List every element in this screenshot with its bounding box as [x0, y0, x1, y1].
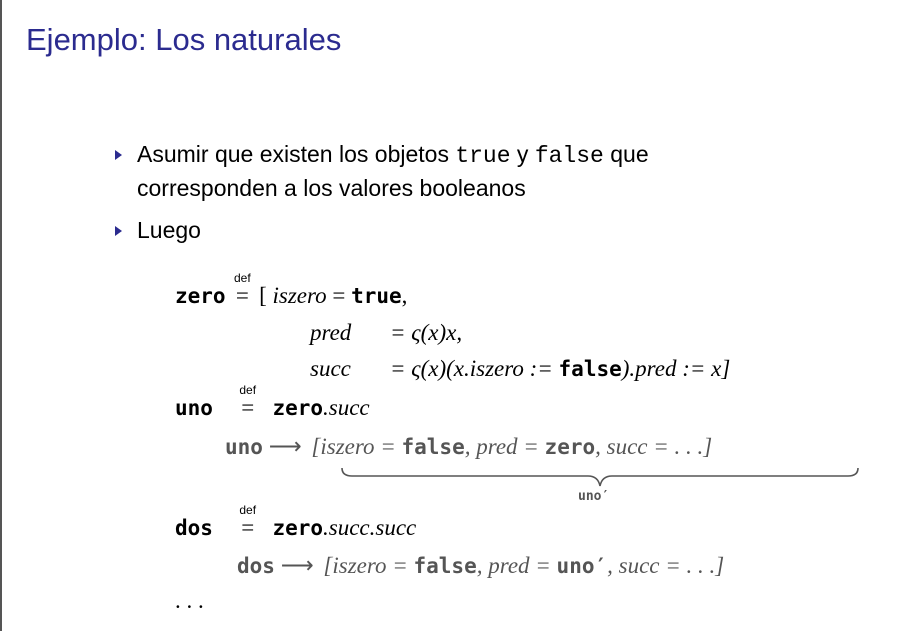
bullet-marker-icon [115, 150, 122, 160]
zero-definition-line-1: zero def= [ iszero = true, [175, 271, 408, 308]
bullet-text: Luego [137, 217, 201, 243]
bullet-marker-icon [115, 226, 122, 236]
zero-name: zero [175, 284, 226, 308]
bullet-text-line-2: corresponden a los valores booleanos [137, 175, 526, 201]
underbrace [341, 467, 859, 487]
left-border [0, 0, 2, 631]
zero-definition-line-3: succ= ς(x)(x.iszero := false).pred := x] [310, 356, 731, 381]
code-false: false [534, 143, 604, 169]
bullet-text-line-1: Asumir que existen los objetos true y fa… [137, 141, 649, 169]
slide-title: Ejemplo: Los naturales [26, 22, 342, 57]
def-equals-symbol: def= [239, 383, 257, 420]
underbrace-label: uno′ [578, 489, 610, 504]
ellipsis: . . . [175, 588, 204, 613]
uno-reduction: uno ⟶ [iszero = false, pred = zero, succ… [225, 434, 713, 459]
def-equals-symbol: def= [239, 503, 257, 540]
def-equals-symbol: def= [233, 271, 251, 308]
zero-definition-line-2: pred= ς(x)x, [310, 320, 463, 345]
dos-definition: dos def= zero.succ.succ [175, 503, 417, 540]
dos-reduction: dos ⟶ [iszero = false, pred = uno′, succ… [237, 553, 725, 578]
code-true: true [455, 143, 511, 169]
uno-definition: uno def= zero.succ [175, 383, 370, 420]
